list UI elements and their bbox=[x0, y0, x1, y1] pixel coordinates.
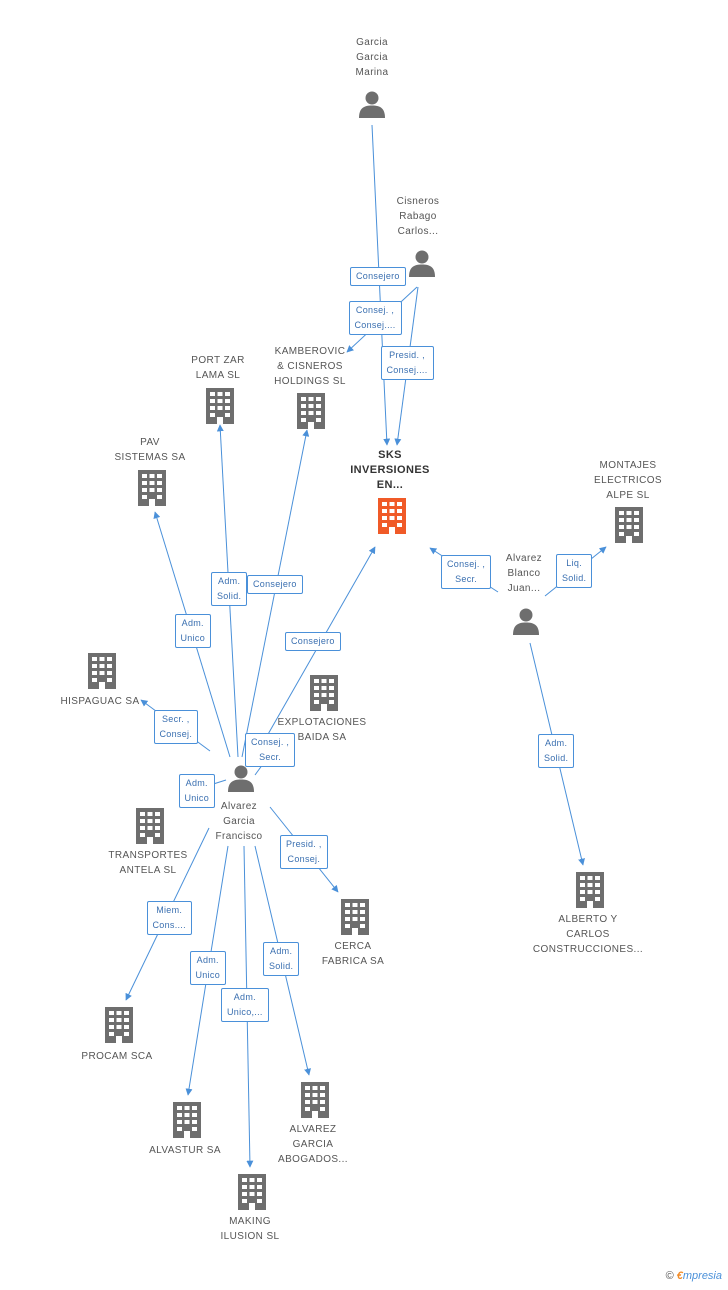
edge-label-alvarez_garcia-to-procam[interactable]: Miem. Cons.... bbox=[146, 901, 192, 935]
node-label-making[interactable]: MAKING ILUSION SL bbox=[220, 1216, 280, 1242]
node-label-alvarez_garcia[interactable]: Alvarez Garcia Francisco bbox=[215, 800, 263, 842]
edge-alvarez_garcia-to-kamberovic bbox=[241, 429, 310, 758]
edge-label-alvarez_garcia-to-pav[interactable]: Adm. Unico bbox=[174, 614, 212, 648]
node-label-garcia_marina[interactable]: Garcia Garcia Marina bbox=[355, 36, 389, 78]
edge-label-alvarez_garcia-to-sks[interactable]: Consejero bbox=[285, 631, 341, 651]
node-label-procam[interactable]: PROCAM SCA bbox=[81, 1050, 153, 1062]
building-icon-cerca[interactable] bbox=[341, 899, 369, 935]
building-icon-alvarez_abogados[interactable] bbox=[301, 1082, 329, 1118]
copyright-symbol: © bbox=[665, 1270, 674, 1282]
node-label-cerca[interactable]: CERCA FABRICA SA bbox=[321, 941, 385, 967]
brand-name: mpresia bbox=[682, 1270, 722, 1282]
edge-label-alvarez_garcia-to-kamberovic[interactable]: Consejero bbox=[247, 574, 303, 594]
node-label-montajes[interactable]: MONTAJES ELECTRICOS ALPE SL bbox=[594, 459, 662, 501]
edge-label-alvarez_garcia-to-explotaciones[interactable]: Consej. , Secr. bbox=[245, 733, 296, 767]
node-label-alvastur[interactable]: ALVASTUR SA bbox=[149, 1144, 221, 1156]
edge-label-alvarez_garcia-to-portzar[interactable]: Adm. Solid. bbox=[211, 572, 248, 606]
edge-label-alvarez_garcia-to-alvarez_abogados[interactable]: Adm. Solid. bbox=[263, 942, 300, 976]
node-label-sks[interactable]: SKS INVERSIONES EN... bbox=[350, 448, 430, 491]
building-icon-alberto[interactable] bbox=[576, 872, 604, 908]
building-icon-portzar[interactable] bbox=[206, 388, 234, 424]
edge-label-alvarez_blanco-to-alberto[interactable]: Adm. Solid. bbox=[538, 734, 575, 768]
node-label-alvarez_blanco[interactable]: Alvarez Blanco Juan... bbox=[505, 552, 543, 594]
building-icon-transportes[interactable] bbox=[136, 808, 164, 844]
edge-label-alvarez_blanco-to-sks[interactable]: Consej. , Secr. bbox=[441, 555, 492, 589]
person-icon-alvarez_garcia[interactable] bbox=[228, 765, 254, 793]
building-icon-explotaciones[interactable] bbox=[310, 675, 338, 711]
edge-label-cisneros-to-kamberovic[interactable]: Consej. , Consej.... bbox=[348, 301, 402, 335]
building-icon-montajes[interactable] bbox=[615, 507, 643, 543]
node-label-pav[interactable]: PAV SISTEMAS SA bbox=[114, 437, 186, 463]
edge-alvarez_garcia-to-sks bbox=[254, 546, 376, 758]
node-label-cisneros[interactable]: Cisneros Rabago Carlos... bbox=[396, 195, 440, 237]
building-icon-procam[interactable] bbox=[105, 1007, 133, 1043]
building-icon-pav[interactable] bbox=[138, 470, 166, 506]
empresia-logo: ©€mpresia bbox=[666, 1270, 722, 1282]
edge-label-alvarez_garcia-to-making[interactable]: Adm. Unico,... bbox=[221, 988, 269, 1022]
edge-label-garcia_marina-to-sks[interactable]: Consejero bbox=[350, 266, 406, 286]
node-label-alberto[interactable]: ALBERTO Y CARLOS CONSTRUCCIONES... bbox=[532, 913, 644, 955]
edge-label-cisneros-to-sks[interactable]: Presid. , Consej.... bbox=[380, 346, 434, 380]
node-label-portzar[interactable]: PORT ZAR LAMA SL bbox=[191, 355, 245, 381]
node-label-kamberovic[interactable]: KAMBEROVIC & CISNEROS HOLDINGS SL bbox=[274, 345, 346, 387]
person-icon-garcia_marina[interactable] bbox=[359, 91, 385, 119]
edge-label-alvarez_garcia-to-transportes[interactable]: Adm. Unico bbox=[178, 774, 216, 808]
building-icon-kamberovic[interactable] bbox=[297, 393, 325, 429]
person-icon-cisneros[interactable] bbox=[409, 250, 435, 278]
building-icon-alvastur[interactable] bbox=[173, 1102, 201, 1138]
edge-label-alvarez_blanco-to-montajes[interactable]: Liq. Solid. bbox=[556, 554, 593, 588]
edge-label-alvarez_garcia-to-alvastur[interactable]: Adm. Unico bbox=[189, 951, 227, 985]
brand-e-glyph: € bbox=[676, 1270, 683, 1282]
node-label-transportes[interactable]: TRANSPORTES ANTELA SL bbox=[108, 850, 188, 876]
edge-label-alvarez_garcia-to-hispaguac[interactable]: Secr. , Consej. bbox=[153, 710, 199, 744]
node-label-hispaguac[interactable]: HISPAGUAC SA bbox=[60, 695, 140, 707]
node-label-alvarez_abogados[interactable]: ALVAREZ GARCIA ABOGADOS... bbox=[278, 1123, 348, 1165]
node-label-explotaciones[interactable]: EXPLOTACIONES BAIDA SA bbox=[277, 717, 367, 743]
building-icon-hispaguac[interactable] bbox=[88, 653, 116, 689]
edge-label-alvarez_garcia-to-cerca[interactable]: Presid. , Consej. bbox=[280, 835, 328, 869]
person-icon-alvarez_blanco[interactable] bbox=[513, 608, 539, 636]
building-icon-making[interactable] bbox=[238, 1174, 266, 1210]
building-icon-sks[interactable] bbox=[378, 498, 406, 534]
